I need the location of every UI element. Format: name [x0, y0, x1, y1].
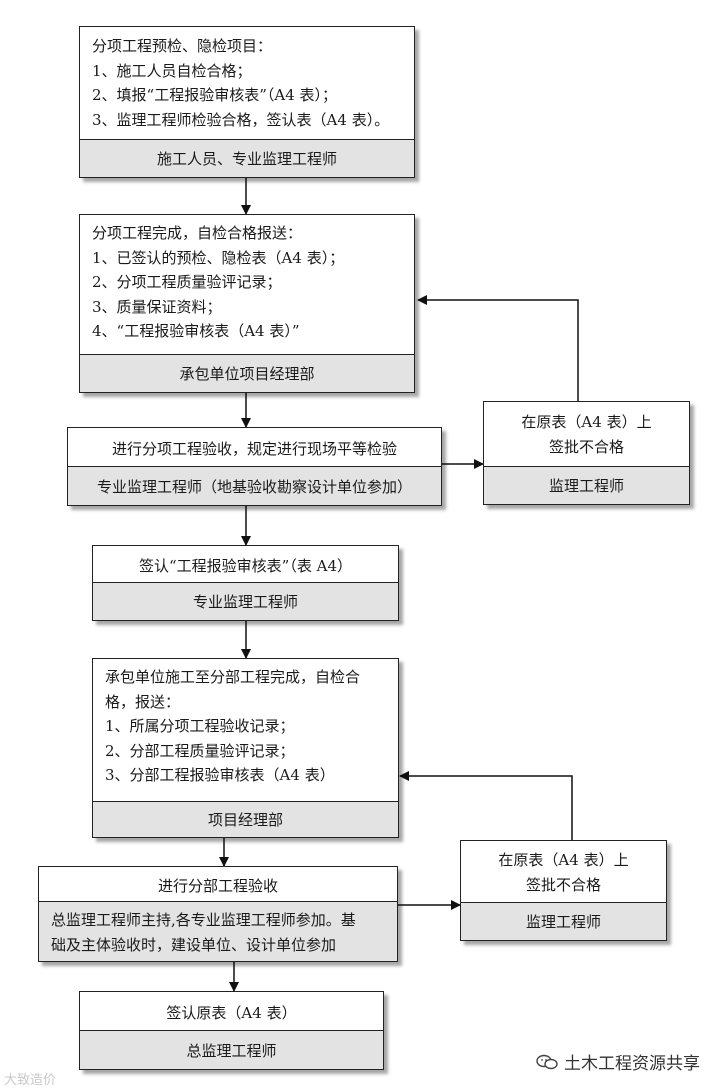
- watermark-right: 土木工程资源共享: [536, 1049, 700, 1074]
- text-line: 1、已签认的预检、隐检表（A4 表）；: [92, 248, 345, 267]
- text-line: 总监理工程师主持,各专业监理工程师参加。基: [51, 911, 356, 929]
- box-subitem-complete-body: 分项工程完成，自检合格报送： 1、已签认的预检、隐检表（A4 表）； 2、分项工…: [80, 215, 414, 348]
- text-line: 格，报送：: [105, 692, 181, 711]
- box-reject-division: 在原表（A4 表）上 签批不合格 监理工程师: [460, 840, 667, 941]
- box-reject-subitem-body: 在原表（A4 表）上 签批不合格: [484, 402, 689, 463]
- box-sign-approval: 签认“工程报验审核表”（表 A4） 专业监理工程师: [92, 545, 399, 621]
- text-line: 2、分部工程质量验评记录；: [105, 741, 295, 760]
- text-line: 4、“工程报验审核表（A4 表）”: [92, 322, 300, 340]
- box-division-acceptance-footer: 总监理工程师主持,各专业监理工程师参加。基 础及主体验收时，建设单位、设计单位参…: [39, 901, 397, 961]
- box-preinspection-footer: 施工人员、专业监理工程师: [80, 139, 414, 177]
- text-line: 3、分部工程报验审核表（A4 表）: [105, 766, 335, 784]
- text-line: 签批不合格: [548, 437, 624, 456]
- box-subitem-acceptance-footer: 专业监理工程师（地基验收勘察设计单位参加）: [68, 466, 441, 505]
- text-line: 签批不合格: [525, 875, 601, 894]
- box-final-sign-header: 签认原表（A4 表）: [166, 1003, 297, 1022]
- watermark-left-text: 大致造价: [4, 1073, 57, 1088]
- box-division-complete-footer: 项目经理部: [93, 801, 398, 837]
- text-line: 1、所属分项工程验收记录；: [105, 717, 295, 735]
- text-line: 础及主体验收时，建设单位、设计单位参加: [51, 936, 337, 954]
- box-subitem-complete-footer: 承包单位项目经理部: [80, 354, 414, 392]
- text-line: 2、分项工程质量验评记录；: [92, 273, 282, 291]
- box-reject-subitem-footer: 监理工程师: [484, 466, 689, 504]
- box-division-complete-body: 承包单位施工至分部工程完成，自检合 格，报送： 1、所属分项工程验收记录； 2、…: [93, 659, 398, 792]
- text-line: 分项工程预检、隐检项目：: [92, 37, 273, 55]
- box-subitem-acceptance: 进行分项工程验收，规定进行现场平等检验 专业监理工程师（地基验收勘察设计单位参加…: [67, 427, 442, 506]
- box-final-sign: 签认原表（A4 表） 总监理工程师: [79, 991, 384, 1070]
- box-division-complete: 承包单位施工至分部工程完成，自检合 格，报送： 1、所属分项工程验收记录； 2、…: [92, 658, 399, 838]
- text-line: 分项工程完成，自检合格报送：: [92, 224, 303, 242]
- box-reject-subitem: 在原表（A4 表）上 签批不合格 监理工程师: [483, 401, 690, 505]
- watermark-left: 大致造价: [4, 1069, 56, 1088]
- text-line: 1、施工人员自检合格；: [92, 61, 252, 80]
- box-final-sign-footer: 总监理工程师: [80, 1030, 383, 1069]
- text-line: 3、质量保证资料；: [92, 297, 222, 316]
- box-preinspection: 分项工程预检、隐检项目： 1、施工人员自检合格； 2、填报“工程报验审核表”（A…: [79, 26, 415, 178]
- arrow-reject1-box2: [417, 295, 579, 401]
- wechat-icon: [536, 1054, 558, 1069]
- box-division-acceptance-header: 进行分部工程验收: [157, 876, 278, 895]
- text-line: 承包单位施工至分部工程完成，自检合: [105, 668, 361, 686]
- box-sign-approval-footer: 专业监理工程师: [93, 582, 398, 620]
- text-line: 在原表（A4 表）上: [498, 851, 629, 869]
- text-line: 在原表（A4 表）上: [521, 413, 652, 431]
- text-line: 2、填报“工程报验审核表”（A4 表）；: [92, 86, 338, 104]
- box-reject-division-footer: 监理工程师: [461, 902, 666, 940]
- watermark-right-text: 土木工程资源共享: [564, 1054, 700, 1074]
- arrow-reject2-box5: [399, 771, 573, 840]
- box-subitem-acceptance-header: 进行分项工程验收，规定进行现场平等检验: [111, 439, 397, 458]
- box-sign-approval-header: 签认“工程报验审核表”（表 A4）: [139, 556, 352, 575]
- box-reject-division-body: 在原表（A4 表）上 签批不合格: [461, 841, 666, 901]
- box-subitem-complete: 分项工程完成，自检合格报送： 1、已签认的预检、隐检表（A4 表）； 2、分项工…: [79, 214, 415, 393]
- box-division-acceptance: 进行分部工程验收 总监理工程师主持,各专业监理工程师参加。基 础及主体验收时，建…: [38, 866, 398, 962]
- text-line: 3、监理工程师检验合格，签认表（A4 表）。: [92, 110, 390, 129]
- box-preinspection-body: 分项工程预检、隐检项目： 1、施工人员自检合格； 2、填报“工程报验审核表”（A…: [80, 27, 414, 136]
